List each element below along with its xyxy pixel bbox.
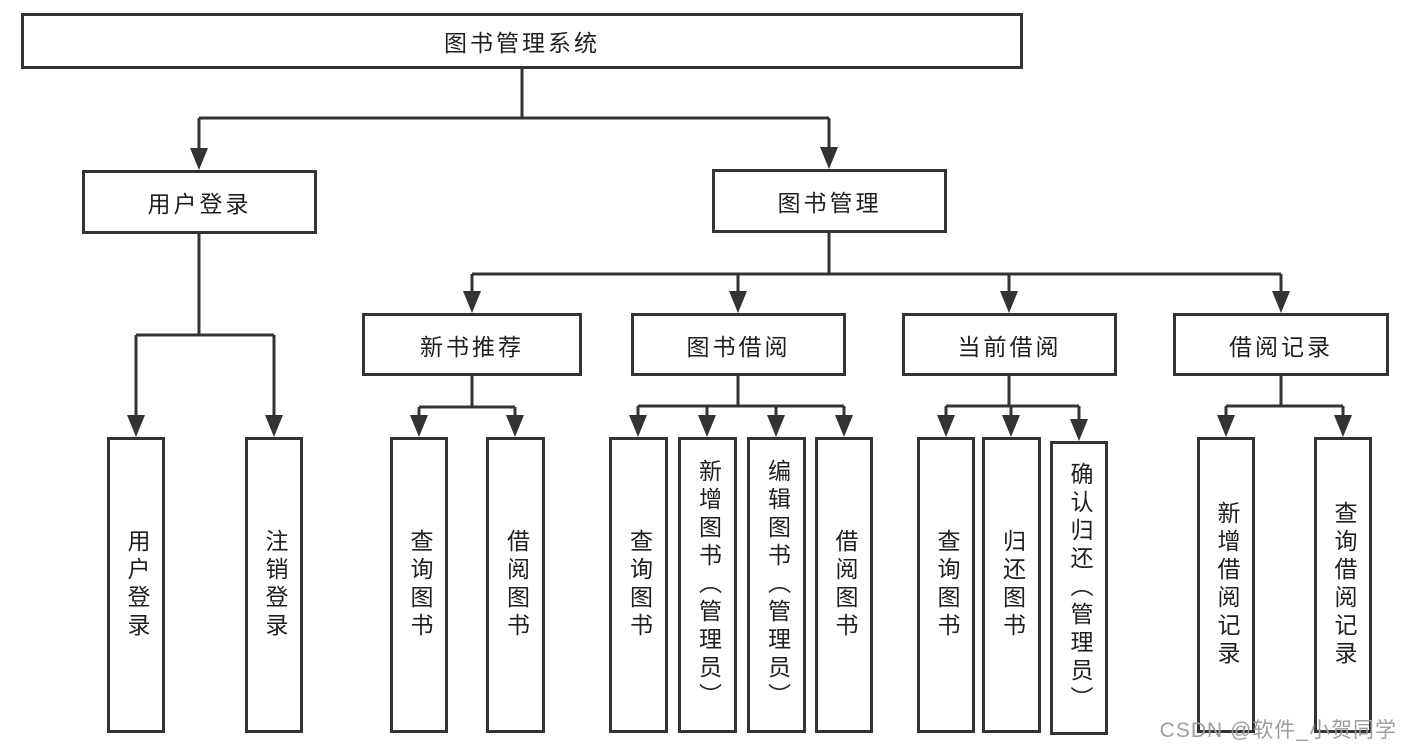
leaf-borrow-books-label: 借阅图书 [831,529,858,641]
leaf-query-books-borrow-label: 查询图书 [626,529,653,641]
leaf-query-books-recommend-label: 查询图书 [406,529,433,641]
leaf-logout: 注销登录 [245,437,303,733]
leaf-query-books-current: 查询图书 [917,437,975,733]
connector-root-to-level2 [190,68,838,170]
leaf-logout-label: 注销登录 [261,529,288,641]
leaf-confirm-return-admin-label: 确认归还（管理员） [1066,462,1093,714]
leaf-add-books-admin-label: 新增图书（管理员） [695,459,722,711]
connector-new-book-recommend-to-leaves [410,376,524,437]
node-user-login: 用户登录 [82,170,317,234]
csdn-watermark: CSDN @软件_小贺同学 [1159,719,1397,742]
leaf-borrow-books-recommend-label: 借阅图书 [503,529,530,641]
node-book-management: 图书管理 [712,169,947,233]
leaf-query-borrow-record: 查询借阅记录 [1314,437,1372,733]
leaf-borrow-books: 借阅图书 [815,437,873,733]
node-library-system: 图书管理系统 [21,13,1023,69]
leaf-add-borrow-record-label: 新增借阅记录 [1213,501,1240,669]
leaf-edit-books-admin: 编辑图书（管理员） [747,437,806,733]
leaf-return-books-label: 归还图书 [999,529,1026,641]
leaf-query-books-borrow: 查询图书 [609,437,668,733]
leaf-add-borrow-record: 新增借阅记录 [1197,437,1255,733]
leaf-user-login-label: 用户登录 [123,529,150,641]
node-book-borrow: 图书借阅 [631,313,846,376]
leaf-user-login: 用户登录 [107,437,165,733]
connector-current-borrow-to-leaves [937,376,1088,441]
leaf-confirm-return-admin: 确认归还（管理员） [1050,441,1108,735]
leaf-borrow-books-recommend: 借阅图书 [486,437,545,733]
connector-book-management-to-level3 [463,233,1290,313]
node-borrow-records: 借阅记录 [1173,313,1389,376]
node-current-borrow: 当前借阅 [902,313,1117,376]
connector-user-login-to-leaves [127,234,283,437]
node-new-book-recommend: 新书推荐 [362,313,582,376]
connector-book-borrow-to-leaves [629,376,853,437]
leaf-query-books-recommend: 查询图书 [390,437,448,733]
leaf-return-books: 归还图书 [982,437,1041,733]
leaf-edit-books-admin-label: 编辑图书（管理员） [764,459,791,711]
leaf-query-borrow-record-label: 查询借阅记录 [1330,501,1357,669]
leaf-add-books-admin: 新增图书（管理员） [678,437,737,733]
leaf-query-books-current-label: 查询图书 [933,529,960,641]
connector-borrow-records-to-leaves [1217,376,1352,437]
